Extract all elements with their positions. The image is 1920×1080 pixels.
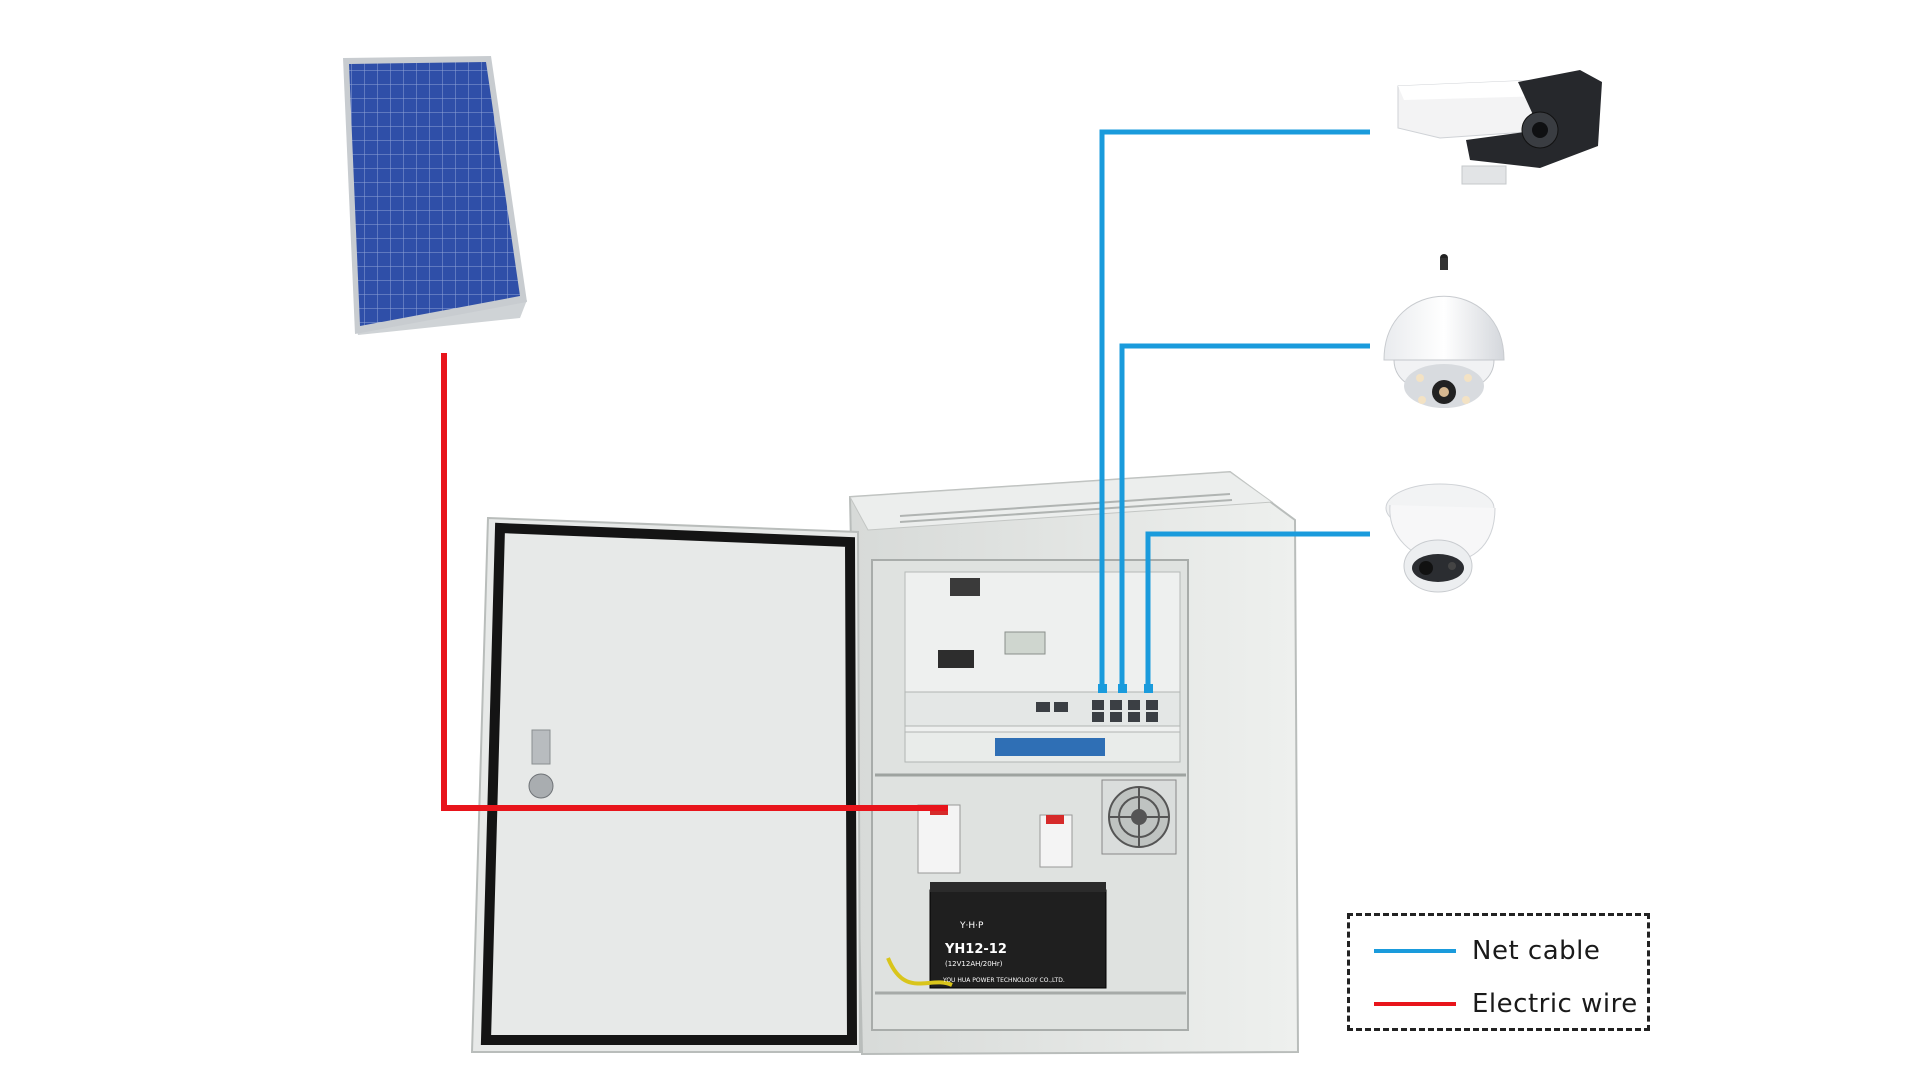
net-cable-turret — [1145, 531, 1370, 688]
battery-model: YH12-12 — [944, 942, 1007, 957]
turret-camera-icon — [1385, 483, 1496, 593]
battery-spec: (12V12AH/20Hr) — [945, 960, 1003, 968]
battery-maker: YOU HUA POWER TECHNOLOGY CO.,LTD. — [942, 977, 1065, 984]
electric-wire-swatch — [1374, 1002, 1456, 1006]
legend-item-net-cable: Net cable — [1374, 931, 1600, 971]
legend: Net cable Electric wire — [1347, 913, 1650, 1031]
legend-label-electric-wire: Electric wire — [1472, 989, 1638, 1019]
net-cable-bullet — [1099, 129, 1370, 688]
legend-item-electric-wire: Electric wire — [1374, 984, 1638, 1024]
bullet-camera-icon — [1397, 70, 1602, 185]
outdoor-cabinet-icon — [470, 470, 1300, 1056]
electric-wire — [441, 353, 948, 811]
net-cables — [1099, 129, 1370, 688]
ptz-dome-camera-icon — [1383, 254, 1505, 408]
legend-label-net-cable: Net cable — [1472, 936, 1601, 966]
net-cable-swatch — [1374, 949, 1456, 953]
battery-brand: Y·H·P — [959, 921, 984, 931]
solar-panel-icon — [343, 56, 527, 335]
net-cable-ptz — [1119, 343, 1370, 688]
